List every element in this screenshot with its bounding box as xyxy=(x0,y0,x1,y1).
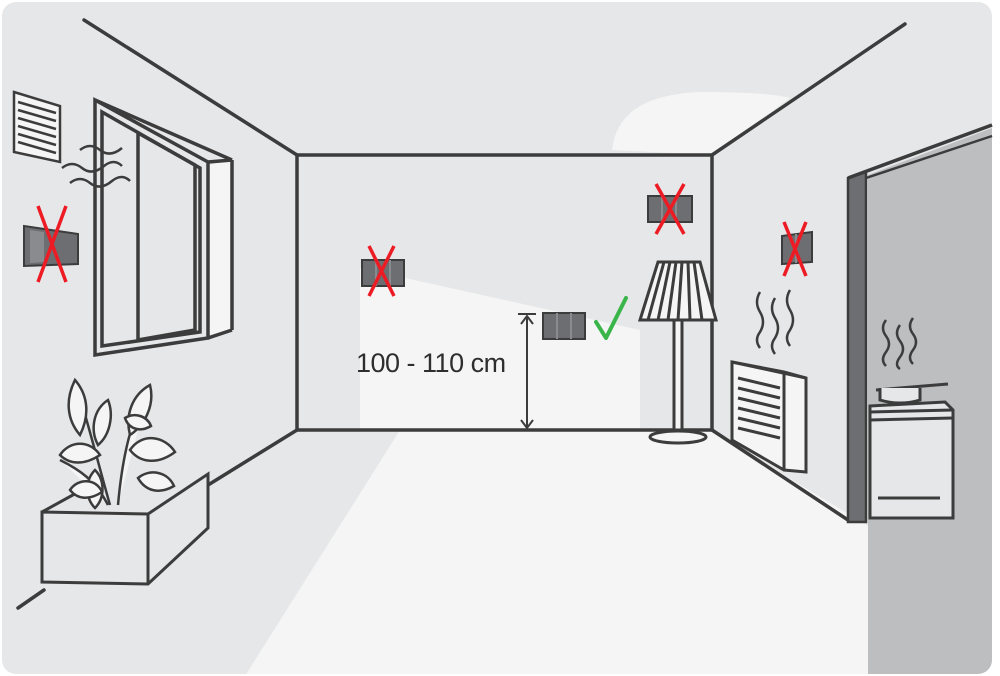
stove xyxy=(868,317,955,520)
wrong-mark-icon xyxy=(367,245,396,297)
thermostat-above-radiator xyxy=(781,221,813,277)
floor-left-edge-2 xyxy=(16,588,46,610)
radiator xyxy=(730,360,808,474)
draft-lines xyxy=(61,144,131,188)
thermostat-back-wall-left xyxy=(361,245,405,297)
wall-light-beam xyxy=(360,268,640,430)
plant-leaves xyxy=(58,377,177,510)
wrong-mark-icon xyxy=(654,183,686,235)
thermostat-window-wall xyxy=(23,205,79,283)
ceiling-right-edge xyxy=(710,22,907,157)
back-wall xyxy=(295,153,714,432)
floor-lamp xyxy=(637,260,718,445)
thermostat-correct-position xyxy=(542,296,628,340)
check-mark-icon xyxy=(594,296,628,340)
ceiling-left-edge xyxy=(82,18,299,157)
thermostat-ceiling-corner xyxy=(647,183,693,235)
wrong-mark-icon xyxy=(36,205,68,283)
floor-left-edge xyxy=(198,428,299,492)
height-label: 100 - 110 cm xyxy=(356,348,506,378)
doorway xyxy=(846,123,993,524)
air-vent xyxy=(12,90,62,164)
ceiling-light-beam xyxy=(612,92,790,155)
window-sill-light xyxy=(208,160,232,335)
floor-right-edge xyxy=(710,428,850,522)
heat-waves xyxy=(755,289,795,355)
wrong-mark-icon xyxy=(782,221,808,277)
window xyxy=(93,97,234,358)
height-dimension-arrow xyxy=(518,313,536,430)
